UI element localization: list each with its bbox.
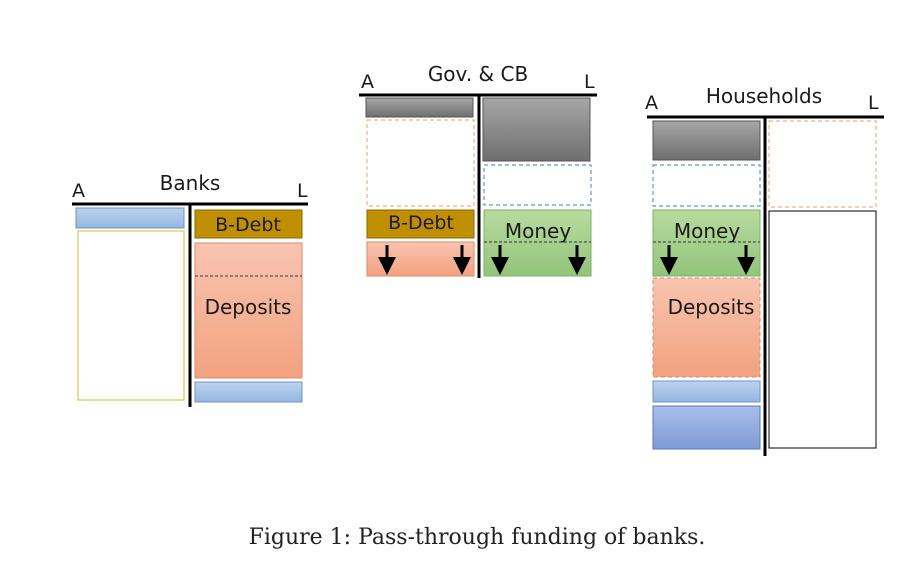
banks-asset-outline-block <box>77 230 185 401</box>
households-deposits-label: Deposits <box>668 295 755 319</box>
gov-cb-balance-sheet: Gov. & CB A L B-Debt Money <box>359 62 597 278</box>
households-assets-label: A <box>645 92 658 114</box>
gov-cb-asset-flow-block <box>366 241 475 277</box>
households-asset-dark-blue-block <box>652 405 761 450</box>
households-asset-gray-block <box>652 120 761 161</box>
banks-bdebt-label: B-Debt <box>215 214 281 236</box>
gov-cb-liability-dashed-block <box>483 164 592 206</box>
gov-cb-money-label: Money <box>505 219 571 243</box>
households-balance-sheet: Households A L Money Deposits <box>645 84 884 456</box>
households-money-label: Money <box>674 219 740 243</box>
gov-cb-liabilities-label: L <box>584 71 595 93</box>
households-liabilities-label: L <box>868 92 879 114</box>
banks-assets-label: A <box>72 180 85 202</box>
households-title: Households <box>706 84 822 108</box>
households-asset-dashed-block <box>652 164 761 207</box>
banks-deposits-block <box>194 242 303 379</box>
households-liability-dashed-block <box>768 120 877 208</box>
gov-cb-asset-dashed-block <box>366 119 475 207</box>
banks-liability-blue-block <box>194 381 303 403</box>
banks-bdebt-block <box>194 209 303 239</box>
banks-liabilities-label: L <box>297 180 308 202</box>
banks-deposits-label: Deposits <box>205 295 292 319</box>
gov-cb-bdebt-label: B-Debt <box>388 212 454 234</box>
gov-cb-asset-gray-block <box>365 97 474 118</box>
gov-cb-liability-gray-block <box>482 97 591 162</box>
banks-title: Banks <box>160 171 221 195</box>
gov-cb-bdebt-block <box>366 209 475 239</box>
gov-cb-assets-label: A <box>361 71 374 93</box>
households-deposits-block <box>652 277 761 378</box>
figure-caption: Figure 1: Pass-through funding of banks. <box>249 525 706 550</box>
gov-cb-title: Gov. & CB <box>428 62 528 86</box>
households-liability-outline-block <box>768 210 877 449</box>
households-asset-light-blue-block <box>652 380 761 403</box>
banks-balance-sheet: Banks A L B-Debt Deposits <box>72 171 308 407</box>
banks-asset-blue-block <box>75 207 185 229</box>
